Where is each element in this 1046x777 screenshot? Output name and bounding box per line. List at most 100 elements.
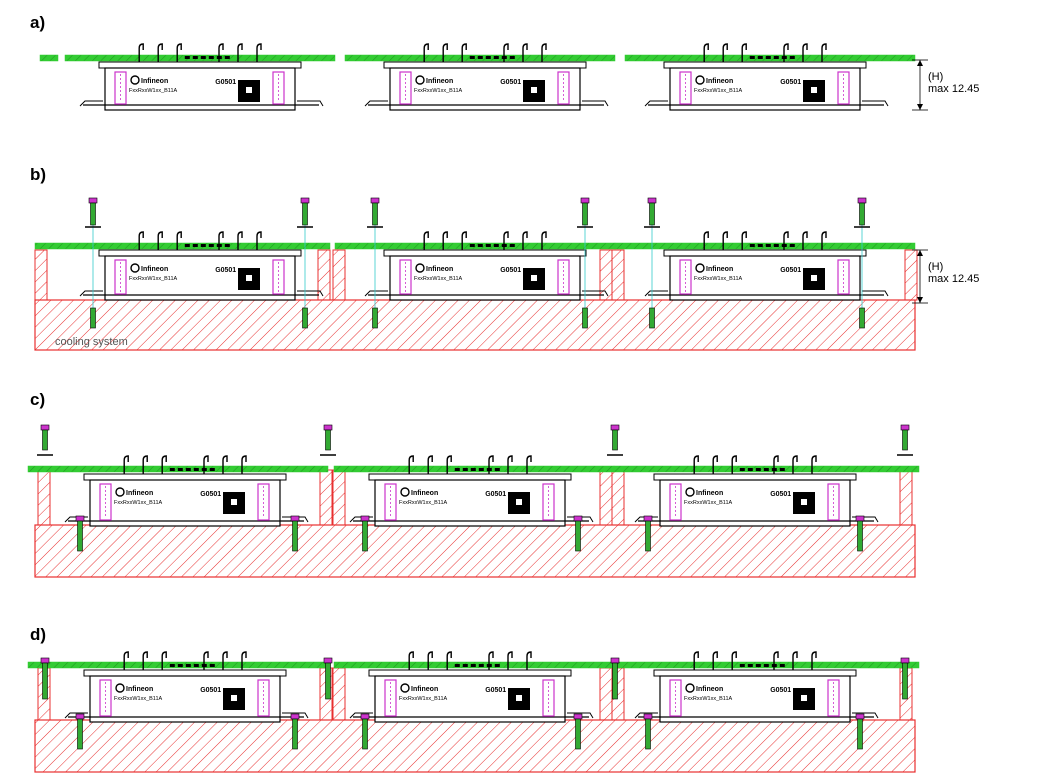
press-fit-pin bbox=[722, 43, 728, 62]
infineon-logo-icon bbox=[400, 487, 410, 497]
press-fit-pin bbox=[427, 455, 433, 474]
cooling-system-block bbox=[34, 299, 916, 351]
smd-component bbox=[739, 664, 745, 667]
press-fit-pin bbox=[741, 43, 747, 62]
smd-component bbox=[501, 56, 507, 59]
infineon-logo-icon bbox=[115, 683, 125, 693]
screw-shaft bbox=[42, 429, 48, 451]
screw-shaft bbox=[612, 429, 618, 451]
smd-component bbox=[469, 56, 475, 59]
press-fit-pin bbox=[446, 651, 452, 670]
smd-component bbox=[485, 56, 491, 59]
qr-code-center bbox=[231, 695, 237, 701]
smd-component bbox=[765, 56, 771, 59]
baseplate-edge bbox=[79, 100, 103, 107]
module-brand: Infineon bbox=[126, 686, 153, 693]
mounting-screw bbox=[360, 713, 370, 750]
screw-shaft bbox=[325, 429, 331, 451]
qr-code-center bbox=[801, 499, 807, 505]
press-fit-pin bbox=[157, 43, 163, 62]
module-part-number: FxxRxxW1xx_B11A bbox=[694, 276, 743, 282]
press-fit-pin bbox=[427, 651, 433, 670]
smd-component bbox=[765, 244, 771, 247]
module-code: G0501 bbox=[780, 267, 801, 274]
screw-shaft bbox=[857, 718, 863, 750]
press-fit-pin bbox=[802, 231, 808, 250]
module-frame bbox=[383, 61, 587, 69]
smd-component bbox=[193, 468, 199, 471]
press-fit-pin bbox=[203, 651, 209, 670]
infineon-logo-icon bbox=[415, 75, 425, 85]
screw-pin-outline bbox=[99, 483, 112, 521]
press-fit-pin bbox=[138, 231, 144, 250]
screw-pin-outline bbox=[827, 483, 840, 521]
screw-pin-outline bbox=[99, 679, 112, 717]
baseplate-edge bbox=[644, 100, 668, 107]
screw-head-icon bbox=[323, 657, 333, 664]
screw-shaft bbox=[645, 718, 651, 750]
screw-head-icon bbox=[360, 713, 370, 720]
smd-component bbox=[477, 244, 483, 247]
smd-component bbox=[747, 468, 753, 471]
smd-component bbox=[185, 664, 191, 667]
screw-shaft bbox=[302, 202, 308, 226]
mounting-screw bbox=[610, 657, 620, 700]
press-fit-pin bbox=[256, 43, 262, 62]
standoff-spacer bbox=[319, 469, 333, 526]
screw-head-icon bbox=[75, 515, 85, 522]
screw-head-icon bbox=[580, 197, 590, 204]
arrow-down-icon bbox=[917, 297, 923, 303]
module-frame bbox=[663, 249, 867, 257]
screw-head-icon bbox=[40, 657, 50, 664]
smd-component bbox=[486, 468, 492, 471]
baseplate-edge bbox=[862, 100, 889, 107]
smd-component bbox=[169, 664, 175, 667]
press-fit-pin bbox=[446, 455, 452, 474]
smd-component bbox=[201, 468, 207, 471]
screw-pin-outline bbox=[399, 71, 412, 105]
press-fit-pin bbox=[461, 231, 467, 250]
standoff-spacer bbox=[34, 249, 48, 301]
press-fit-pin bbox=[488, 455, 494, 474]
press-fit-pin bbox=[241, 455, 247, 474]
mounting-screw bbox=[857, 197, 867, 226]
press-fit-pin bbox=[773, 651, 779, 670]
baseplate-edge bbox=[364, 290, 388, 297]
mounting-screw bbox=[290, 713, 300, 750]
screw-head-icon bbox=[643, 515, 653, 522]
press-fit-pin bbox=[693, 455, 699, 474]
smd-component bbox=[216, 56, 222, 59]
screw-pin-outline bbox=[399, 259, 412, 295]
screw-shaft bbox=[362, 718, 368, 750]
smd-component bbox=[509, 244, 515, 247]
screw-shaft bbox=[292, 718, 298, 750]
screw-head-icon bbox=[75, 713, 85, 720]
press-fit-pin bbox=[792, 651, 798, 670]
standoff-spacer bbox=[611, 469, 625, 526]
press-fit-pin bbox=[218, 231, 224, 250]
module-code: G0501 bbox=[215, 79, 236, 86]
press-fit-pin bbox=[157, 231, 163, 250]
press-fit-pin bbox=[237, 231, 243, 250]
module-code: G0501 bbox=[770, 687, 791, 694]
screw-pin-outline bbox=[542, 679, 555, 717]
smd-component bbox=[208, 56, 214, 59]
smd-component bbox=[773, 56, 779, 59]
mounting-screw bbox=[582, 307, 588, 329]
screw-shaft bbox=[857, 520, 863, 552]
module-body bbox=[669, 67, 861, 111]
screw-head-icon bbox=[647, 197, 657, 204]
press-fit-pin bbox=[222, 651, 228, 670]
mounting-screw bbox=[370, 197, 380, 226]
baseplate-edge bbox=[282, 712, 309, 719]
smd-component bbox=[185, 468, 191, 471]
standoff-spacer bbox=[317, 249, 331, 301]
module-body bbox=[389, 67, 581, 111]
screw-shaft bbox=[649, 202, 655, 226]
smd-component bbox=[749, 56, 755, 59]
smd-component bbox=[469, 244, 475, 247]
